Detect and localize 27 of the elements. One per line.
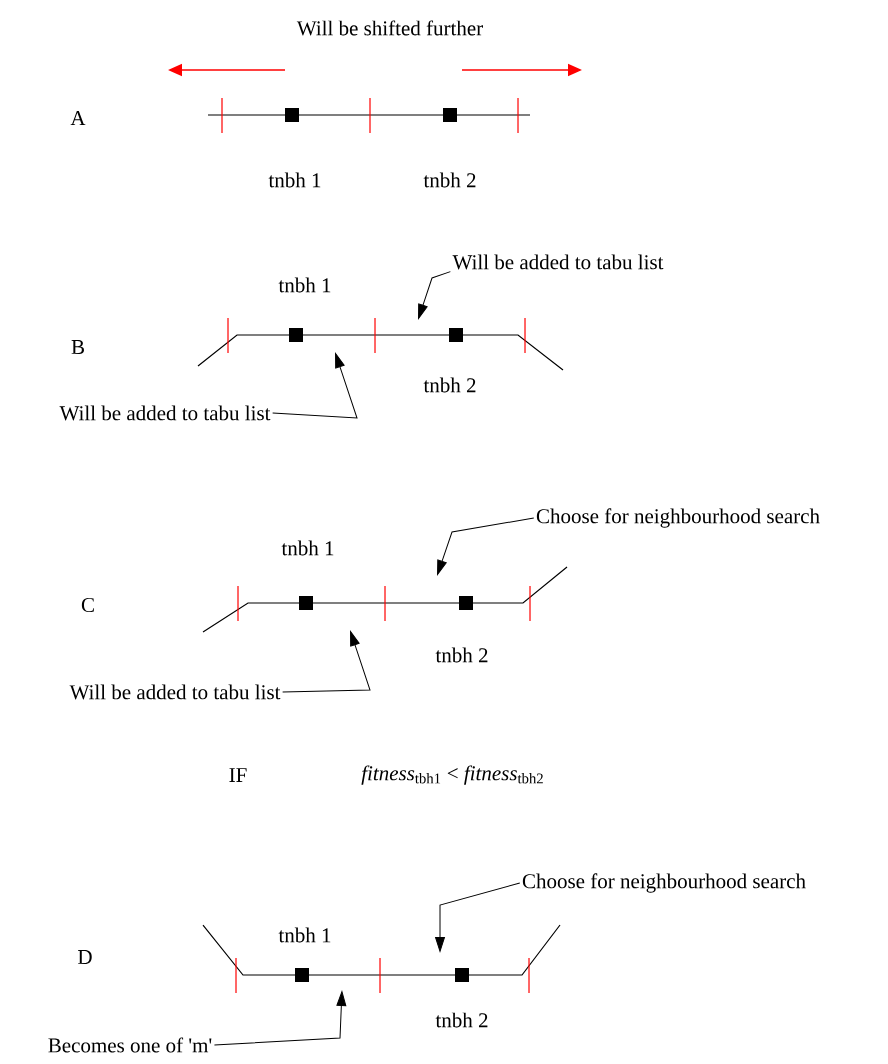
callout-text: Will be added to tabu list <box>452 254 664 270</box>
leader-line <box>272 353 358 419</box>
point-label: tnbh 1 <box>278 927 331 943</box>
leader-line <box>282 631 371 693</box>
callout-text: Will be added to tabu list <box>59 405 271 421</box>
condition-label: IF <box>229 768 247 782</box>
leader-line <box>418 271 451 319</box>
point-label: tnbh 2 <box>435 647 488 663</box>
callout-text: Choose for neighbourhood search <box>536 508 820 528</box>
callout-text: Will be added to tabu list <box>69 684 281 700</box>
callout-text: Becomes one of 'm' <box>48 1037 212 1053</box>
point-label: tnbh 1 <box>278 277 331 293</box>
point-label: tnbh 2 <box>435 1012 488 1028</box>
formula: fitness$_{tbh1}$ < fitness$_{tbh2}$ <box>361 765 543 785</box>
leader-line <box>213 991 347 1046</box>
row-letter: B <box>71 340 84 354</box>
point-label: tnbh 1 <box>268 172 321 188</box>
note: Will be shifted further <box>296 20 483 36</box>
leader-line <box>435 882 521 952</box>
point-label: tnbh 1 <box>281 540 334 556</box>
row-letter: D <box>78 950 92 964</box>
point-label: tnbh 2 <box>423 172 476 188</box>
row-letter: C <box>81 597 94 613</box>
leader-line <box>437 517 535 575</box>
row-letter: A <box>70 111 86 125</box>
point-label: tnbh 2 <box>423 377 476 393</box>
callout-text: Choose for neighbourhood search <box>522 873 806 893</box>
